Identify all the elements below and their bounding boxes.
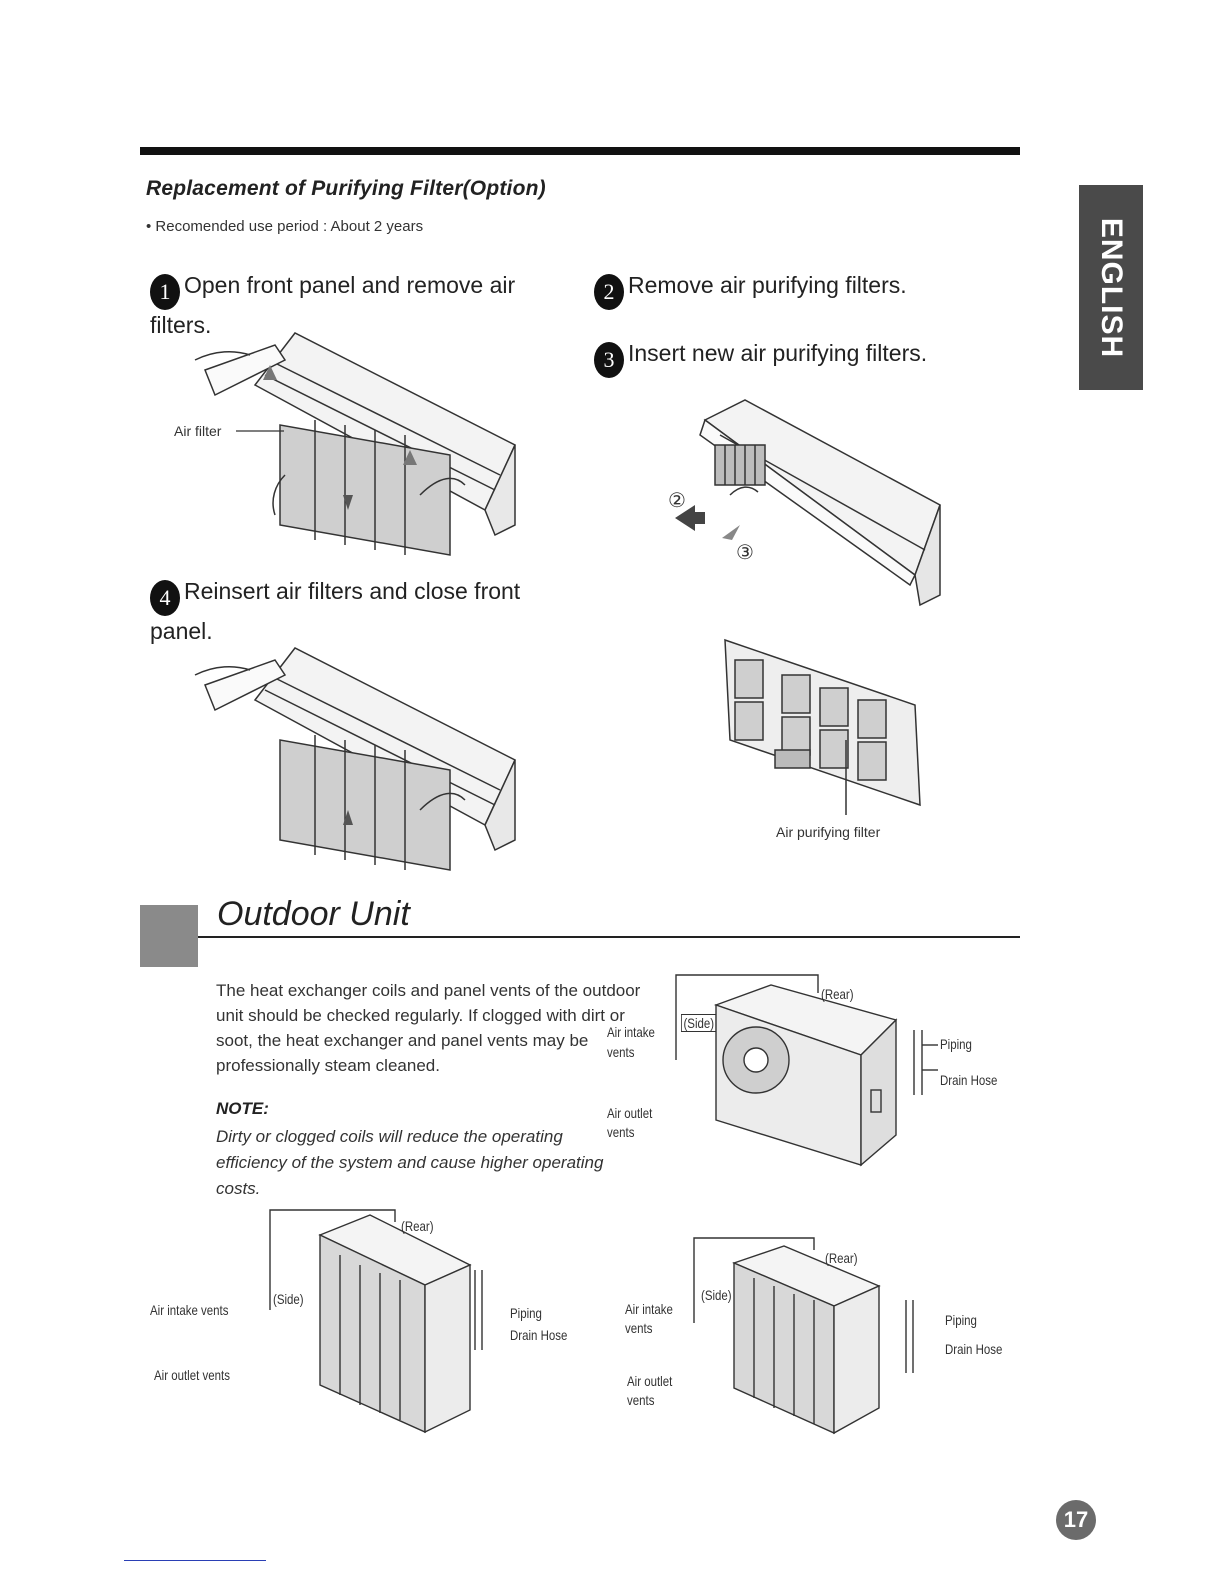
outdoor-title: Outdoor Unit [217, 895, 410, 933]
air-purifying-filter-label: Air purifying filter [776, 824, 881, 840]
language-tab-label: ENGLISH [1095, 217, 1128, 358]
outdoor-body-text: The heat exchanger coils and panel vents… [216, 981, 641, 1075]
outdoor-unit-diagram-c [693, 1237, 914, 1435]
diagram-b-air-intake-vents-label: Air intake vents [150, 1302, 229, 1318]
indoor-unit-close-illustration [194, 647, 516, 871]
diagram-a-air-outlet-vents-label: vents [607, 1124, 635, 1140]
diagram-c-rear-label: (Rear) [825, 1250, 858, 1266]
diagram-c-air-intake-vents-label: vents [625, 1320, 653, 1336]
step-2-text: Remove air purifying filters. [628, 272, 907, 298]
callout-2: ② [668, 490, 686, 512]
air-filter-label: Air filter [174, 423, 222, 439]
page-number: 17 [1056, 1500, 1096, 1540]
top-rule [140, 147, 1020, 155]
note-heading: NOTE: [216, 1099, 269, 1118]
diagram-c-side-label: (Side) [701, 1287, 732, 1303]
footer-rule [124, 1560, 266, 1561]
diagram-b-piping-label: Piping [510, 1305, 542, 1321]
diagram-a-side-label: (Side) [681, 1014, 717, 1032]
diagram-a-air-intake-label: Air intake [607, 1024, 655, 1040]
indoor-unit-filter-illustration [675, 399, 941, 607]
diagram-c-piping-label: Piping [945, 1312, 977, 1328]
diagram-b-rear-label: (Rear) [401, 1218, 434, 1234]
step-1-number: 1 [150, 274, 180, 310]
outdoor-rule [198, 936, 1020, 938]
diagram-b-drain-hose-label: Drain Hose [510, 1327, 568, 1343]
diagram-c-air-intake-label: Air intake [625, 1301, 673, 1317]
language-tab: ENGLISH [1079, 185, 1143, 390]
diagram-b-air-outlet-vents-label: Air outlet vents [154, 1367, 230, 1383]
diagram-a-piping-label: Piping [940, 1036, 972, 1052]
step-3-text: Insert new air purifying filters. [628, 340, 928, 366]
step-4-number: 4 [150, 580, 180, 616]
diagram-c-air-outlet-vents-label: vents [627, 1392, 655, 1408]
recommended-period: • Recomended use period : About 2 years [146, 218, 424, 235]
diagram-c-drain-hose-label: Drain Hose [945, 1341, 1003, 1357]
outdoor-unit-diagram-a [675, 974, 938, 1167]
step-2-number: 2 [594, 274, 624, 310]
note-text: Dirty or clogged coils will reduce the o… [216, 1127, 604, 1198]
indoor-unit-open-illustration [194, 332, 516, 556]
step-1-text: Open front panel and remove air filters. [150, 272, 516, 338]
diagram-a-drain-hose-label: Drain Hose [940, 1072, 998, 1088]
air-filter-leader [236, 430, 284, 432]
outdoor-unit-diagram-b [269, 1209, 483, 1434]
diagram-a-air-intake-vents-label: vents [607, 1044, 635, 1060]
air-purifying-filter-illustration [724, 638, 921, 815]
diagram-b-side-label: (Side) [273, 1291, 304, 1307]
step-4-text: Reinsert air filters and close front pan… [150, 578, 521, 644]
section-title: Replacement of Purifying Filter(Option) [146, 177, 546, 200]
diagram-a-rear-label: (Rear) [821, 986, 854, 1002]
outdoor-section-marker [140, 905, 198, 967]
step-3-number: 3 [594, 342, 624, 378]
callout-3: ③ [736, 542, 754, 564]
diagram-a-air-outlet-label: Air outlet [607, 1105, 653, 1121]
diagram-c-air-outlet-label: Air outlet [627, 1373, 673, 1389]
